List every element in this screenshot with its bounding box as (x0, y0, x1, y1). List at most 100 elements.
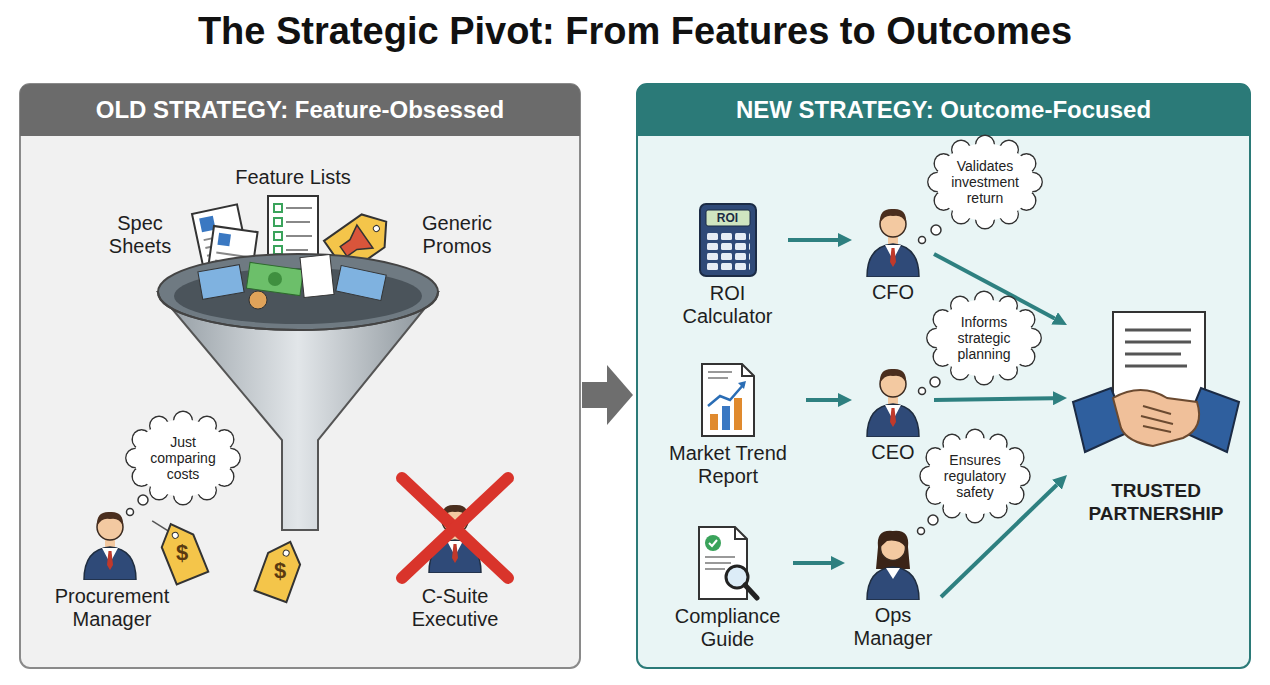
bubble-text: Ensures regulatory safety (925, 434, 1025, 518)
trusted-partnership: TRUSTED PARTNERSHIP (1070, 310, 1242, 525)
diagram-title: The Strategic Pivot: From Features to Ou… (0, 6, 1270, 56)
ops-person: Ops Manager (848, 525, 938, 650)
thought-dot (919, 388, 926, 395)
drawn-path (155, 518, 208, 585)
drawn-circle (268, 272, 282, 286)
thought-bubble: Ensures regulatory safety (925, 434, 1025, 518)
flow-arrow (793, 561, 831, 565)
person-icon (863, 362, 923, 437)
thought-dot (930, 377, 940, 387)
report-icon (698, 362, 758, 438)
thought-dot (931, 225, 941, 235)
node-label: CFO (855, 281, 931, 304)
thought-dot (919, 237, 926, 244)
node-label: CEO (855, 441, 931, 464)
guide-icon (695, 525, 761, 601)
icon-shape (867, 209, 919, 277)
drawn-line (286, 235, 312, 237)
bubble-text: Validates investment return (933, 140, 1037, 224)
drawn-path (158, 292, 438, 330)
node-label: Market Trend Report (653, 442, 803, 488)
thought-bubble: Just comparing costs (131, 416, 235, 500)
person-icon (863, 202, 923, 277)
icon-shape (867, 369, 919, 437)
feature-list-icon (268, 196, 318, 260)
item-label: Generic Promos (407, 212, 507, 258)
pivot-arrow (582, 382, 607, 408)
drawn-line (286, 207, 312, 209)
flow-arrow (806, 398, 838, 402)
node-label: Ops Manager (848, 604, 938, 650)
flow-arrow (788, 238, 838, 242)
thought-dot (138, 495, 148, 505)
drawn-rect (217, 233, 231, 247)
bubble-text: Just comparing costs (131, 416, 235, 500)
drawn-rect (300, 255, 334, 298)
drawn-path (254, 536, 306, 602)
personF-icon (863, 525, 923, 600)
ceo-person: CEO (855, 362, 931, 464)
price-symbol: $ (167, 540, 197, 566)
drawn-rect (198, 265, 244, 300)
icon-shape (700, 204, 756, 276)
red-cross (402, 478, 508, 578)
role-label: C-Suite Executive (400, 585, 510, 631)
price-tag (254, 536, 306, 602)
icon-frame (863, 525, 923, 600)
drawn-circle (282, 549, 290, 557)
drawn-circle (171, 531, 179, 539)
item-label: Feature Lists (213, 166, 373, 189)
icon-frame (695, 525, 761, 601)
thought-dot (918, 528, 925, 535)
drawn-circle (249, 291, 267, 309)
icon-frame: ROI (698, 202, 758, 278)
drawn-rect (20, 84, 580, 668)
item-label: Spec Sheets (95, 212, 185, 258)
drawn-line (286, 221, 310, 223)
node-label: ROI Calculator (670, 282, 785, 328)
drawn-rect (274, 246, 282, 254)
panel-header-text: OLD STRATEGY: Feature-Obsessed (20, 84, 580, 136)
icon-frame (863, 362, 923, 437)
procurement-person (84, 512, 136, 580)
calculator-screen-text: ROI (706, 210, 750, 226)
new-strategy-panel: NEW STRATEGY: Outcome-FocusedROI ROI Calc… (637, 84, 1250, 668)
node-label: Compliance Guide (665, 605, 790, 651)
icon-shape (699, 527, 757, 599)
flow-arrow (934, 398, 1053, 400)
icon-shape (702, 364, 754, 436)
drawn-path (20, 84, 580, 136)
drawn-line (402, 478, 508, 578)
drawn-rect (274, 218, 282, 226)
cfo-person: CFO (855, 202, 931, 304)
left-panel-frame (20, 84, 580, 668)
drawn-rect (268, 196, 318, 260)
drawn-rect (274, 204, 282, 212)
thought-dot (127, 509, 134, 516)
hand-icon (1071, 310, 1241, 475)
drawn-rect (246, 262, 303, 295)
drawn-circle (372, 224, 380, 232)
drawn-rect (274, 232, 282, 240)
price-tag (151, 509, 208, 585)
drawn-rect (336, 266, 386, 301)
price-symbol: $ (265, 558, 295, 584)
drawn-path (637, 84, 1250, 136)
panel-header-text: NEW STRATEGY: Outcome-Focused (637, 84, 1250, 136)
icon-frame (863, 202, 923, 277)
drawn-line (286, 249, 308, 251)
thought-dot (928, 515, 938, 525)
icon-shape (867, 531, 919, 600)
right-panel-frame (637, 84, 1250, 668)
drawn-ellipse (158, 254, 438, 330)
role-label: Procurement Manager (42, 585, 182, 631)
icon-frame (1071, 310, 1241, 475)
market-report: Market Trend Report (653, 362, 803, 488)
icon-shape (1073, 312, 1239, 452)
node-label: TRUSTED PARTNERSHIP (1070, 479, 1242, 525)
icon-frame (698, 362, 758, 438)
thought-bubble: Validates investment return (933, 140, 1037, 224)
roi-calculator: ROI ROI Calculator (670, 202, 785, 328)
bubble-text: Informs strategic planning (932, 296, 1036, 380)
